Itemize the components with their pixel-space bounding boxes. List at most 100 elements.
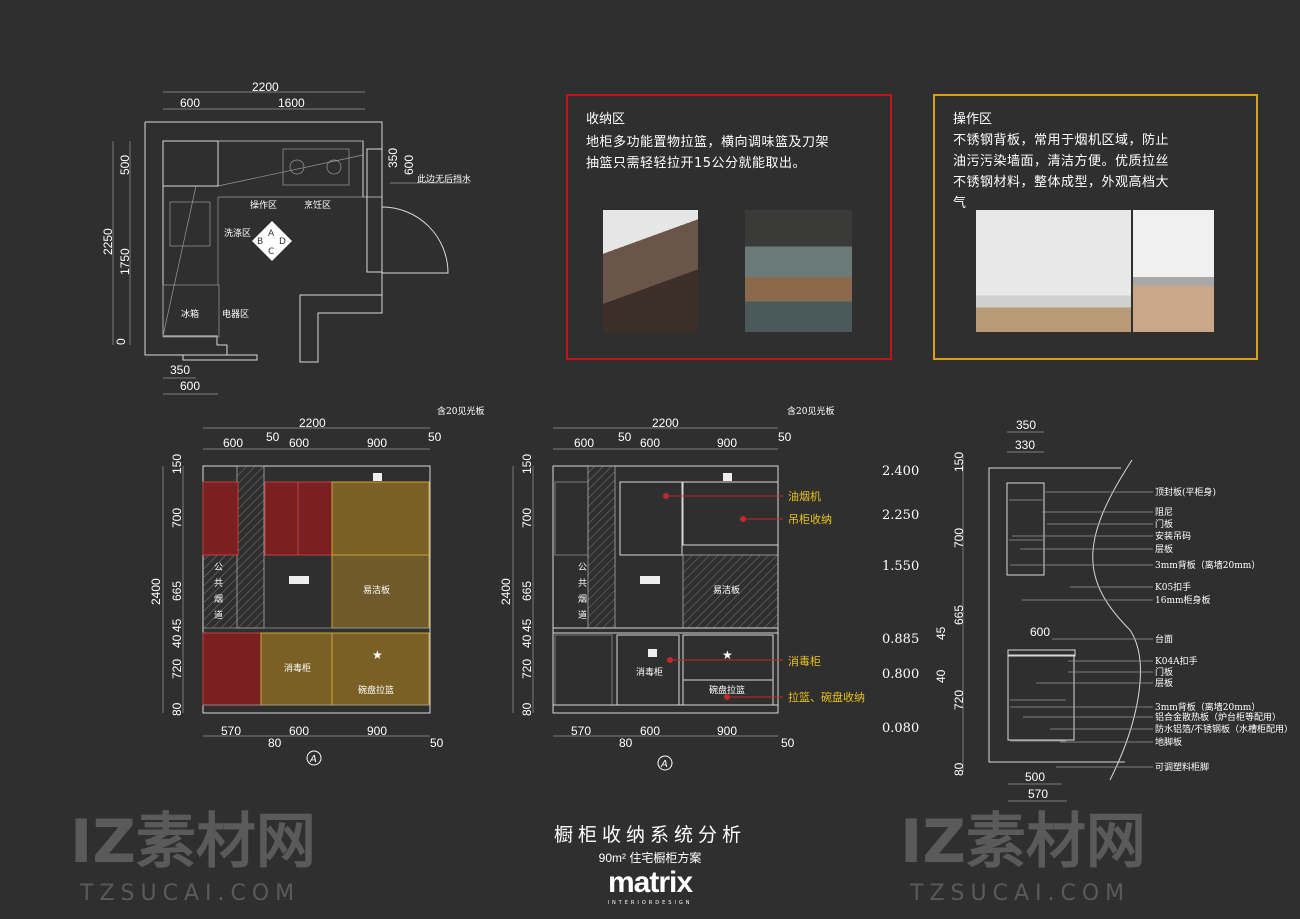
compass-letter: D <box>279 237 286 247</box>
dim-text: 40 <box>934 669 948 683</box>
easy-clean-label: 易洁板 <box>363 584 390 596</box>
svg-text:层板: 层板 <box>1155 677 1173 689</box>
operation-description: 不锈钢背板，常用于烟机区域，防止油污污染墙面，清洁方便。优质拉丝不锈钢材料，整体… <box>953 130 1169 214</box>
dim-text: 150 <box>520 454 534 474</box>
dim-text: 2200 <box>652 416 679 430</box>
dim-text: 600 <box>574 436 594 450</box>
zone-label: 烹饪区 <box>304 199 331 211</box>
dim-text: 1600 <box>278 96 305 110</box>
dim-text: 50 <box>781 736 795 750</box>
svg-text:A: A <box>660 759 668 770</box>
dim-text: 665 <box>952 605 966 625</box>
svg-text:1.550: 1.550 <box>882 559 919 574</box>
dim-text: 500 <box>118 155 132 175</box>
desc-line: 不锈钢背板，常用于烟机区域，防止 <box>953 133 1170 148</box>
sterilizer-label: 消毒柜 <box>636 666 663 678</box>
dim-text: 50 <box>266 430 280 444</box>
dish-basket-label: 碗盘拉篮 <box>709 684 745 696</box>
dim-text: 665 <box>170 581 184 601</box>
dim-text: 900 <box>717 724 737 738</box>
watermark-url: TZSUCAI.COM <box>909 881 1130 906</box>
dim-text: 2400 <box>499 578 513 605</box>
dim-text: 2200 <box>252 80 279 94</box>
dim-text: 600 <box>640 436 660 450</box>
dim-text: 150 <box>170 454 184 474</box>
svg-text:A: A <box>309 754 317 765</box>
svg-text:K04A扣手: K04A扣手 <box>1155 655 1198 667</box>
floor-plan: 2200 600 1600 2250 500 1750 0 350 600 此边… <box>101 80 471 395</box>
dim-text: 570 <box>1028 787 1048 801</box>
dim-text: 600 <box>1030 625 1050 639</box>
compass-letter: C <box>268 247 274 257</box>
svg-text:2.250: 2.250 <box>882 508 919 523</box>
easy-clean-label: 易洁板 <box>713 584 740 596</box>
desc-line: 气 <box>953 196 967 211</box>
dim-text: 600 <box>180 379 200 393</box>
drawer-photo <box>603 210 698 332</box>
dim-text: 45 <box>170 618 184 632</box>
dim-text: 350 <box>170 363 190 377</box>
flue-label: 公 共 烟 道 <box>214 562 223 621</box>
svg-text:3mm背板（离墙20mm）: 3mm背板（离墙20mm） <box>1155 701 1260 713</box>
svg-text:道: 道 <box>214 609 223 621</box>
compass-letter: A <box>268 229 275 239</box>
svg-text:烟: 烟 <box>578 593 587 605</box>
watermark-url: TZSUCAI.COM <box>79 881 300 906</box>
svg-text:公: 公 <box>214 562 223 573</box>
callout-range-hood: 油烟机 <box>788 489 821 503</box>
dim-text: 150 <box>952 452 966 472</box>
storage-panel: 收纳区 地柜多功能置物拉篮，横向调味篮及刀架抽篮只需轻轻拉开15公分就能取出。 <box>566 94 892 360</box>
zone-label: 电器区 <box>222 308 249 320</box>
dim-text: 45 <box>934 626 948 640</box>
dim-text: 2250 <box>101 228 115 255</box>
dim-text: 50 <box>430 736 444 750</box>
dim-text: 50 <box>778 430 792 444</box>
dim-text: 600 <box>223 436 243 450</box>
note-label: 含20见光板 <box>437 405 484 417</box>
door-swing <box>381 206 449 274</box>
callout-wall-cabinet: 吊柜收纳 <box>788 512 832 526</box>
star-icon: ★ <box>722 648 733 662</box>
storage-title: 收纳区 <box>586 112 626 127</box>
dim-text: 45 <box>520 618 534 632</box>
dim-text: 50 <box>428 430 442 444</box>
storage-description: 地柜多功能置物拉篮，横向调味篮及刀架抽篮只需轻轻拉开15公分就能取出。 <box>586 132 829 174</box>
note-label: 含20见光板 <box>787 405 834 417</box>
dim-text: 1750 <box>118 248 132 275</box>
dim-text: 570 <box>571 724 591 738</box>
dim-text: 80 <box>268 736 282 750</box>
section-labels: 顶封板(平柜身) 阻尼 门板 安装吊码 层板 3mm背板（离墙20mm） K05… <box>1155 486 1293 773</box>
svg-text:安装吊码: 安装吊码 <box>1155 530 1191 542</box>
basket-photo <box>745 210 852 332</box>
dim-text: 500 <box>1025 770 1045 784</box>
svg-text:铝合金散热板（炉台柜等配用）: 铝合金散热板（炉台柜等配用） <box>1155 711 1281 723</box>
level-marks: 2.400 2.250 1.550 0.885 0.800 0.080 <box>882 464 919 736</box>
dim-text: 80 <box>619 736 633 750</box>
desc-line: 抽篮只需轻轻拉开15公分就能取出。 <box>586 156 807 171</box>
svg-text:公: 公 <box>578 562 587 573</box>
svg-text:共: 共 <box>578 578 587 589</box>
svg-text:K05扣手: K05扣手 <box>1155 581 1191 593</box>
dim-text: 80 <box>952 762 966 776</box>
cabinet-section: 顶封板(平柜身) 阻尼 门板 安装吊码 层板 3mm背板（离墙20mm） K05… <box>882 418 1293 802</box>
desc-line: 不锈钢材料，整体成型，外观高档大 <box>953 175 1170 190</box>
dim-text: 80 <box>170 702 184 716</box>
dim-text: 720 <box>952 690 966 710</box>
operation-panel: 操作区 不锈钢背板，常用于烟机区域，防止油污污染墙面，清洁方便。优质拉丝不锈钢材… <box>933 94 1258 360</box>
dish-basket-label: 碗盘拉篮 <box>358 684 394 696</box>
svg-text:烟: 烟 <box>214 593 223 605</box>
star-icon: ★ <box>372 648 383 662</box>
svg-text:16mm柜身板: 16mm柜身板 <box>1155 594 1211 606</box>
callout-basket: 拉篮、碗盘收纳 <box>788 690 865 704</box>
svg-text:3mm背板（离墙20mm）: 3mm背板（离墙20mm） <box>1155 559 1260 571</box>
dim-text: 700 <box>952 528 966 548</box>
dim-text: 350 <box>1016 418 1036 432</box>
dim-text: 720 <box>170 659 184 679</box>
dim-text: 600 <box>289 436 309 450</box>
dim-text: 330 <box>1015 438 1035 452</box>
no-splash-note: 此边无后挡水 <box>417 173 471 185</box>
dim-text: 2400 <box>149 578 163 605</box>
view-marker-icon: A <box>657 755 673 771</box>
dim-text: 600 <box>402 155 416 175</box>
